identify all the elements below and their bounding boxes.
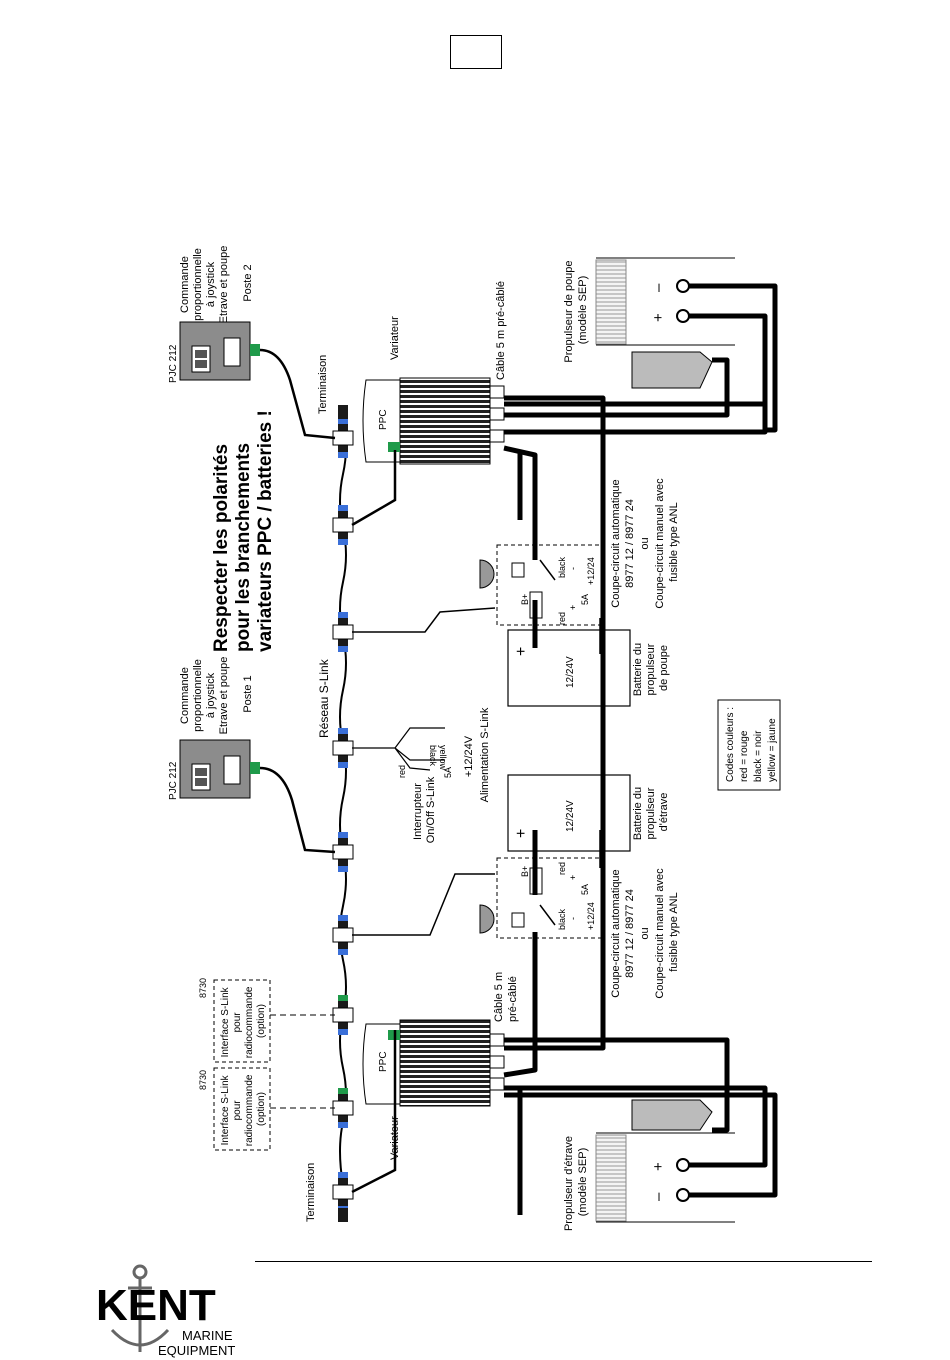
breaker-stern-drop	[352, 607, 496, 633]
page-number-box	[450, 35, 502, 69]
termination-bottom-label: Terminaison	[305, 1163, 317, 1222]
switch-label: Interrupteur On/Off S-Link	[412, 776, 437, 843]
breaker-bow-minus: -	[568, 917, 578, 920]
battery-bow	[507, 774, 631, 852]
termination-top-label: Terminaison	[317, 355, 329, 414]
joystick-stern-description: Commande proportionnelle à joystick Etra…	[179, 243, 254, 324]
controller-stern-label: Variateur	[389, 316, 401, 360]
breaker-bow-fuse: 5A	[580, 884, 590, 895]
controller-bow-label: Variateur	[389, 1116, 401, 1160]
battery-stern-voltage: 12/24V	[565, 656, 576, 688]
kent-logo: KENT MARINE EQUIPMENT	[96, 1264, 235, 1358]
joystick-panel-stern	[179, 321, 336, 440]
breaker-stern-black: black	[557, 556, 567, 578]
supply-label: +12/24V Alimentation S-Link	[463, 707, 491, 802]
thruster-stern	[595, 257, 735, 389]
supply-branch	[352, 727, 445, 771]
breaker-bow-plus: +	[568, 875, 578, 880]
joystick-stern-model: PJC 212	[168, 344, 179, 383]
footer-rule	[255, 1261, 872, 1262]
s-link-t-connectors	[332, 418, 354, 1212]
thruster-bow-minus: –	[650, 1192, 667, 1201]
radio-interface-b-code: 8730	[198, 1070, 208, 1090]
controller-bow-brand: PPC	[378, 1051, 389, 1072]
ppc-bow-drop	[351, 1030, 397, 1194]
battery-bow-minus: –	[593, 829, 610, 838]
battery-stern	[507, 629, 631, 707]
thruster-bow	[595, 1099, 735, 1223]
supply-fuse-label: 5A	[443, 767, 453, 778]
warning-line-2: pour les branchements	[233, 443, 254, 652]
controller-bow-cable: Câble 5 m pré-câblé	[493, 969, 519, 1022]
radio-interface-a-description: Interface S-Link pour radiocommande (opt…	[220, 984, 267, 1059]
s-link-network-label: Réseau S-Link	[317, 658, 331, 738]
logo-line-2: EQUIPMENT	[158, 1343, 235, 1358]
termination-plug-top	[338, 405, 348, 419]
joystick-panel-bow	[179, 739, 336, 854]
breaker-bow-drop	[352, 873, 495, 936]
breaker-bow-red: red	[557, 862, 567, 875]
warning-line-1: Respecter les polarités	[211, 444, 232, 652]
battery-stern-label: Batterie du propulseur de poupe	[632, 640, 670, 696]
battery-bow-label: Batterie du propulseur d'étrave	[632, 784, 670, 840]
thruster-stern-minus: –	[650, 283, 667, 292]
battery-bow-plus: +	[513, 829, 530, 838]
breaker-bow-black: black	[557, 908, 567, 930]
supply-black-label: black	[428, 745, 438, 767]
radio-interface-b-box	[213, 1067, 335, 1151]
breaker-bow-bplus: B+	[520, 866, 530, 877]
logo-line-1: MARINE	[182, 1328, 233, 1343]
ppc-controller-stern	[362, 377, 505, 465]
breaker-stern-plus: +	[568, 605, 578, 610]
power-cables	[503, 283, 778, 1215]
breaker-stern-bplus: B+	[520, 594, 530, 605]
thruster-bow-plus: +	[650, 1162, 667, 1171]
battery-stern-plus: +	[513, 647, 530, 656]
thruster-bow-label: Propulseur d'étrave (modèle SEP)	[563, 1133, 589, 1231]
ppc-stern-drop	[351, 450, 397, 527]
supply-red-label: red	[397, 765, 407, 778]
breaker-stern-minus: -	[568, 567, 578, 570]
thruster-stern-label: Propulseur de poupe (modèle SEP)	[563, 257, 589, 362]
controller-stern-brand: PPC	[378, 409, 389, 430]
breaker-stern-fuse: 5A	[580, 594, 590, 605]
joystick-bow-model: PJC 212	[168, 761, 179, 800]
color-legend-text: Codes couleurs : red = rouge black = noi…	[725, 704, 778, 782]
breaker-stern-red: red	[557, 612, 567, 625]
thruster-stern-plus: +	[650, 313, 667, 322]
battery-stern-minus: –	[593, 647, 610, 656]
logo-name: KENT	[96, 1281, 216, 1330]
radio-interface-a-code: 8730	[198, 978, 208, 998]
breaker-bow-voltage: +12/24	[586, 902, 596, 930]
warning-line-3: variateurs PPC / batteries !	[255, 410, 276, 652]
radio-interface-a-box	[213, 979, 335, 1063]
anchor-icon	[110, 1264, 170, 1352]
breaker-stern-voltage: +12/24	[586, 557, 596, 585]
color-legend-box	[717, 699, 781, 791]
radio-interface-b-description: Interface S-Link pour radiocommande (opt…	[220, 1072, 267, 1147]
breaker-bow-description: Coupe-circuit automatique 8977 12 / 8977…	[610, 865, 680, 998]
controller-stern-cable: Câble 5 m pré-câblé	[495, 281, 507, 380]
breaker-stern-description: Coupe-circuit automatique 8977 12 / 8977…	[610, 475, 680, 608]
termination-plug-bottom	[338, 1208, 348, 1222]
supply-yellow-label: yellow	[438, 745, 448, 771]
joystick-bow-description: Commande proportionnelle à joystick Etra…	[179, 654, 254, 735]
battery-bow-voltage: 12/24V	[565, 800, 576, 832]
